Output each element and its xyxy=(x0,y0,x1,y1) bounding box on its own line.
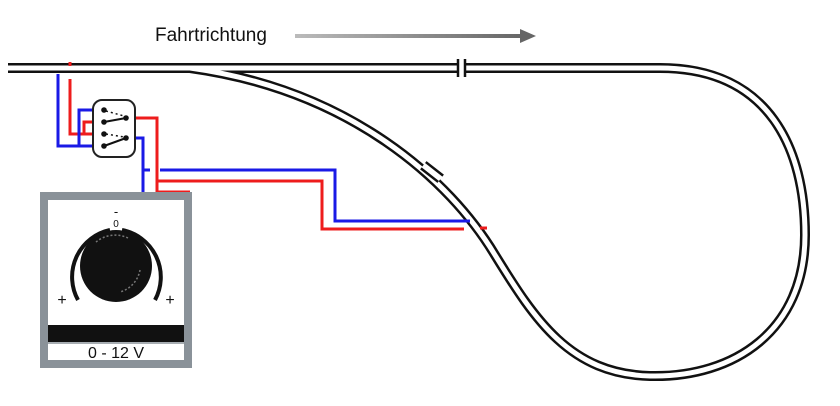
track xyxy=(8,63,811,382)
speed-knob[interactable] xyxy=(80,230,152,302)
isolation-gap-loop xyxy=(420,161,444,183)
wire-red-loop xyxy=(157,179,464,231)
direction-label: Fahrtrichtung xyxy=(155,25,267,46)
transformer: 0 - 12 V - 0 + + xyxy=(40,192,192,368)
isolation-gap-main xyxy=(456,58,467,78)
wire-red-track-2 xyxy=(68,79,102,136)
wire-blue-loop xyxy=(160,168,470,223)
minus-sign: - xyxy=(114,204,118,219)
wire-blue-out xyxy=(135,136,145,193)
zero-mark: 0 xyxy=(113,219,119,230)
wire-blue-track xyxy=(56,74,102,148)
direction-arrow xyxy=(295,29,536,43)
plus-right: + xyxy=(165,292,174,309)
plus-left: + xyxy=(57,292,66,309)
reversing-switch[interactable] xyxy=(92,99,136,158)
voltage-label: 0 - 12 V xyxy=(88,345,144,362)
wire-red-out xyxy=(128,116,159,193)
